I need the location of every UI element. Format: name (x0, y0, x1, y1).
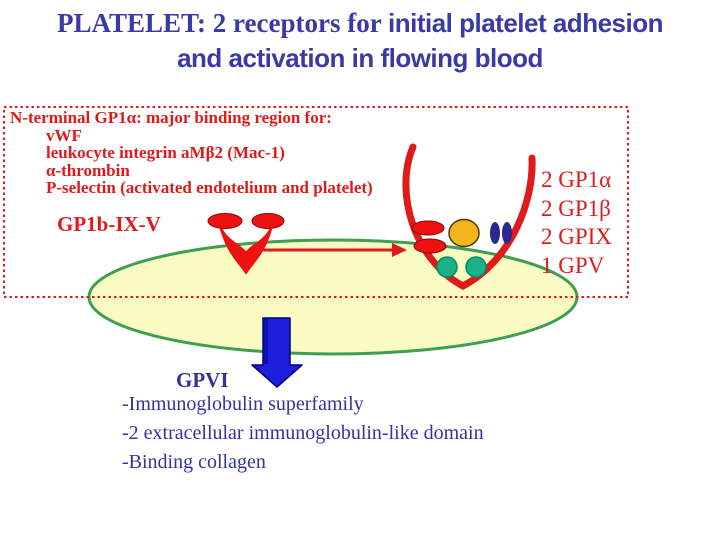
info-box-item: vWF (46, 125, 82, 145)
subunit-red-ellipse (411, 220, 445, 236)
slide-title-line1: PLATELET: 2 receptors for initial platel… (57, 8, 663, 38)
gp1b-receptor-label: GP1b-IX-V (57, 212, 161, 236)
info-box-item: α-thrombin (46, 160, 130, 180)
info-box-heading: N-terminal GP1α: major binding region fo… (10, 108, 332, 127)
complex-subunit-item: 1 GPV (541, 252, 605, 278)
gpvi-property-item: -Binding collagen (122, 451, 266, 473)
info-box-text: N-terminal GP1α: major binding region fo… (10, 109, 373, 197)
subunit-navy-ellipse (502, 222, 512, 244)
complex-subunits (411, 218, 512, 278)
gpvi-arrow (251, 317, 303, 388)
subunit-teal-circle (436, 256, 458, 278)
info-box-item: leukocyte integrin aMβ2 (Mac-1) (46, 143, 285, 162)
complex-subunit-item: 2 GP1β (541, 195, 611, 221)
receptor-complex-cup (402, 143, 536, 290)
info-box-item: P-selectin (activated endotelium and pla… (46, 178, 373, 197)
gpvi-property-item: -Immunoglobulin superfamily (122, 393, 364, 415)
slide-title: PLATELET: 2 receptors for initial platel… (0, 8, 720, 73)
gpvi-property-list: -Immunoglobulin superfamily -2 extracell… (122, 390, 484, 477)
slide-title-line2: and activation in flowing blood (177, 43, 543, 73)
subunit-navy-ellipse (490, 222, 500, 244)
gpvi-property-item: -2 extracellular immunoglobulin-like dom… (122, 422, 484, 444)
complex-subunit-item: 2 GP1α (541, 167, 612, 192)
platelet-ellipse (87, 238, 579, 356)
complex-subunit-list: 2 GP1α 2 GP1β 2 GPIX 1 GPV (541, 166, 612, 280)
subunit-red-ellipse (413, 238, 447, 254)
gpvi-heading: GPVI (176, 368, 229, 392)
translocation-arrow (255, 243, 407, 257)
subunit-teal-circle (465, 256, 487, 278)
subunit-yellow-circle (448, 218, 480, 248)
complex-subunit-item: 2 GPIX (541, 224, 612, 249)
